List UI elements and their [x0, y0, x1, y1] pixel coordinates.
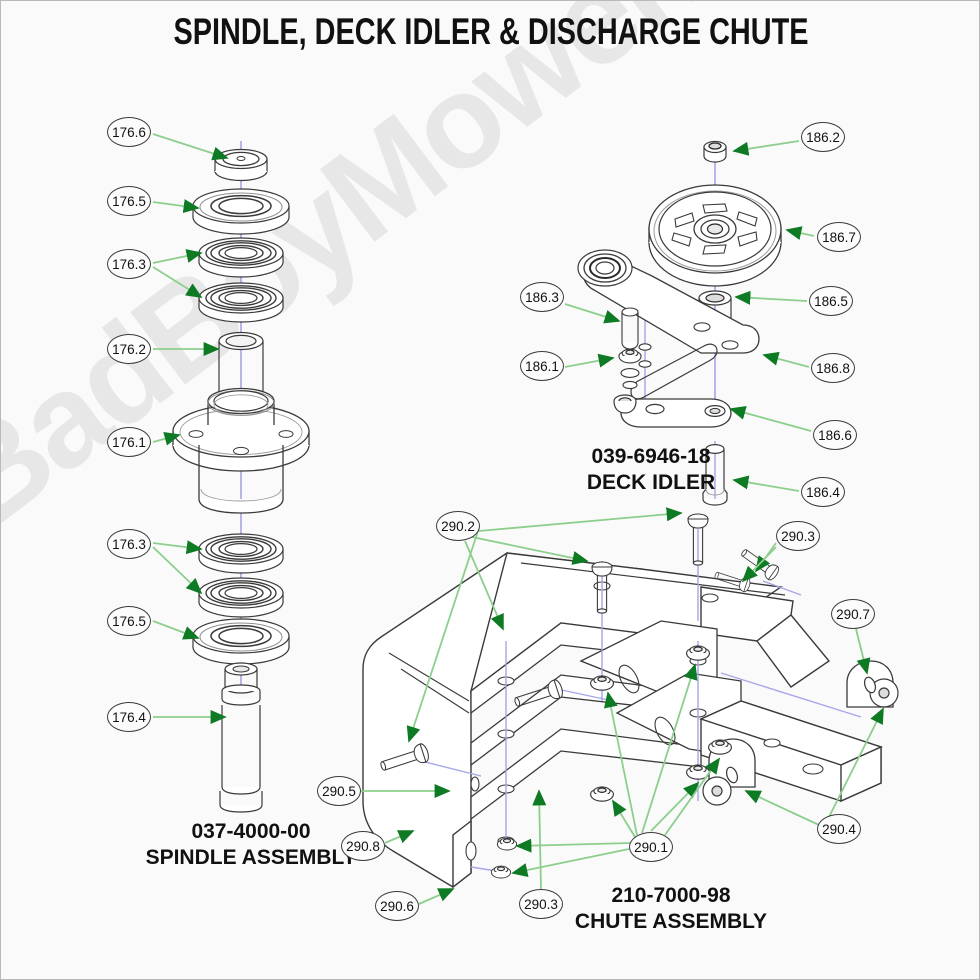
chute-part-number: 210-7000-98 [611, 884, 731, 907]
callout-bubble-186-2[interactable]: 186.2 [801, 122, 845, 152]
page-title: SPINDLE, DECK IDLER & DISCHARGE CHUTE [173, 11, 809, 52]
callout-bubble-176-2[interactable]: 176.2 [107, 334, 151, 364]
callout-bubble-290-3[interactable]: 290.3 [776, 521, 820, 551]
chute-assembly-art [361, 507, 899, 905]
callout-bubble-186-6[interactable]: 186.6 [813, 420, 857, 450]
group-caption-chute: 210-7000-98 CHUTE ASSEMBLY [531, 883, 811, 934]
callout-bubble-290-3[interactable]: 290.3 [519, 889, 563, 919]
callout-bubble-290-1[interactable]: 290.1 [629, 832, 673, 862]
callout-bubble-186-3[interactable]: 186.3 [520, 282, 564, 312]
callout-bubble-186-1[interactable]: 186.1 [520, 351, 564, 381]
callout-bubble-186-8[interactable]: 186.8 [811, 353, 855, 383]
spindle-group-name: SPINDLE ASSEMBLY [145, 845, 357, 869]
chute-group-name: CHUTE ASSEMBLY [574, 909, 768, 933]
callout-bubble-290-7[interactable]: 290.7 [831, 599, 875, 629]
callout-bubble-290-6[interactable]: 290.6 [375, 891, 419, 921]
group-caption-spindle: 037-4000-00 SPINDLE ASSEMBLY [111, 819, 391, 870]
spindle-assembly-art [152, 133, 310, 813]
callout-bubble-186-7[interactable]: 186.7 [817, 222, 861, 252]
spindle-part-number: 037-4000-00 [191, 820, 311, 843]
deck-idler-part-number: 039-6946-18 [591, 445, 711, 468]
callout-bubble-290-5[interactable]: 290.5 [317, 776, 361, 806]
callout-bubble-290-8[interactable]: 290.8 [341, 831, 385, 861]
group-caption-deck-idler: 039-6946-18 DECK IDLER [541, 444, 761, 495]
callout-bubble-176-5[interactable]: 176.5 [107, 606, 151, 636]
callout-bubble-176-5[interactable]: 176.5 [107, 186, 151, 216]
callout-bubble-176-6[interactable]: 176.6 [107, 117, 151, 147]
deck-idler-group-name: DECK IDLER [586, 470, 716, 494]
callout-bubble-290-2[interactable]: 290.2 [436, 511, 480, 541]
callout-bubble-186-5[interactable]: 186.5 [809, 286, 853, 316]
callout-bubble-176-3[interactable]: 176.3 [107, 529, 151, 559]
callout-bubble-176-3[interactable]: 176.3 [107, 249, 151, 279]
callout-bubble-176-1[interactable]: 176.1 [107, 427, 151, 457]
deck-idler-art [564, 140, 815, 506]
callout-bubble-290-4[interactable]: 290.4 [817, 814, 861, 844]
callout-bubble-186-4[interactable]: 186.4 [801, 477, 845, 507]
callout-bubble-176-4[interactable]: 176.4 [107, 702, 151, 732]
